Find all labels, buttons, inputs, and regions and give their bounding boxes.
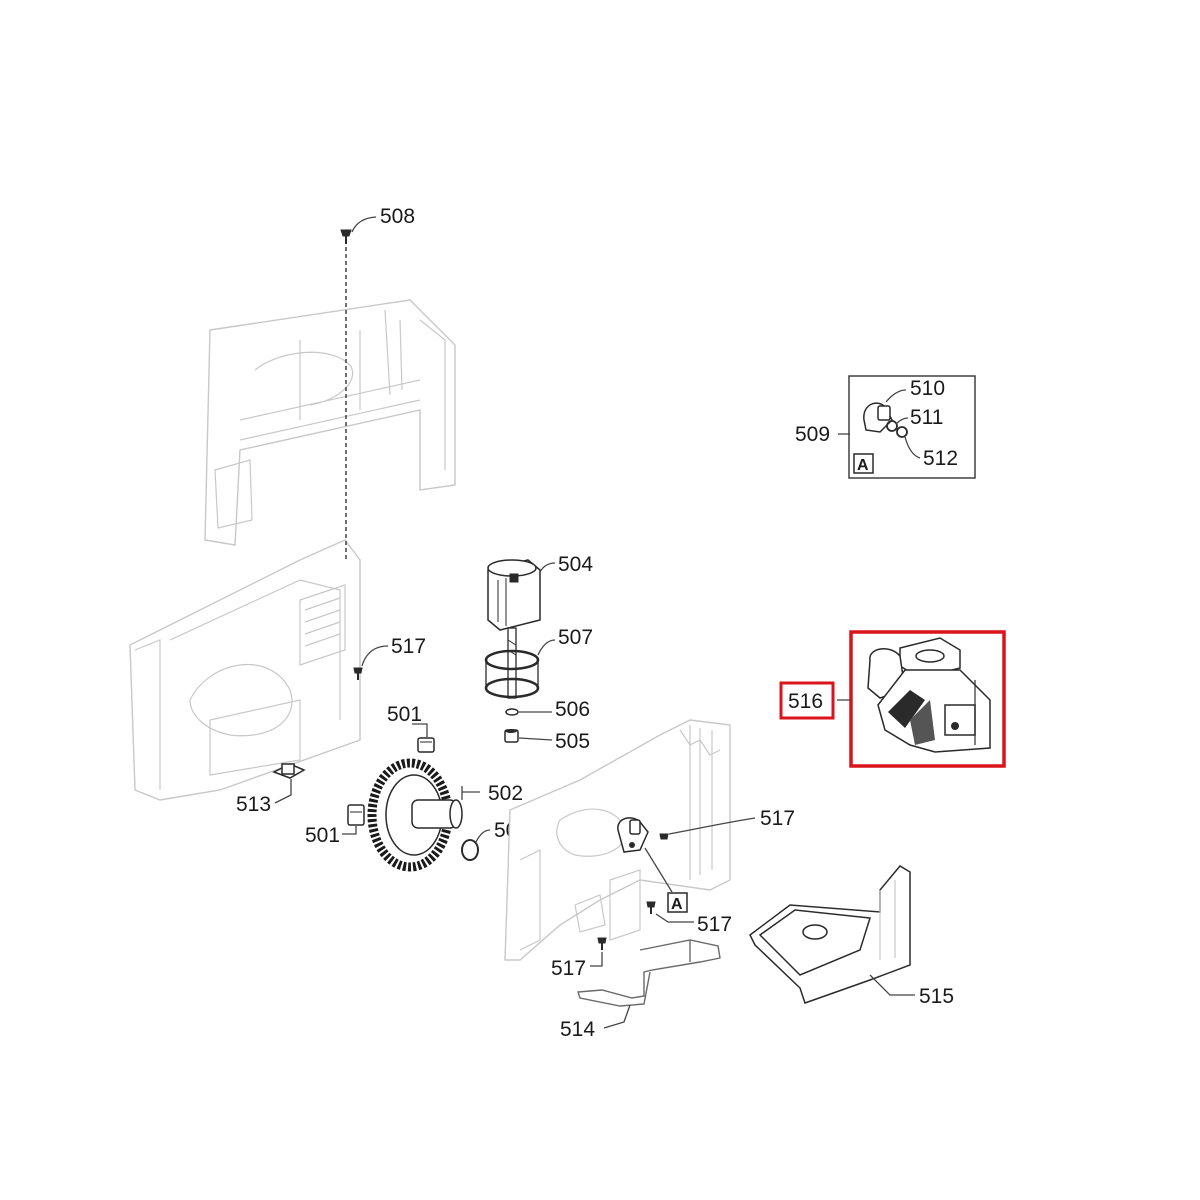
drip-tray-515 [749, 865, 915, 1004]
screw-508 [340, 216, 377, 560]
bushing-505 [504, 729, 553, 743]
brew-unit-516 [837, 630, 1006, 768]
label-508: 508 [380, 205, 415, 228]
label-517-right: 517 [760, 807, 795, 830]
motor-504 [487, 559, 556, 631]
side-panel-ghost [504, 719, 731, 961]
label-502: 502 [488, 782, 523, 805]
label-517-center: 517 [697, 913, 732, 936]
label-517-upper: 517 [391, 635, 426, 658]
label-516-box [779, 681, 835, 720]
label-506: 506 [555, 698, 590, 721]
screw-517-bottom [590, 937, 607, 967]
label-507: 507 [558, 626, 593, 649]
label-509: 509 [795, 423, 830, 446]
screw-517-left [353, 645, 389, 680]
label-505: 505 [555, 730, 590, 753]
label-510: 510 [910, 377, 945, 400]
frame-lower-ghost [129, 539, 361, 801]
inset-509 [838, 375, 976, 479]
sensor-bracket [617, 817, 756, 913]
label-517-bottom: 517 [551, 957, 586, 980]
label-516: 516 [788, 690, 823, 713]
washer-506 [505, 708, 552, 716]
lever-514 [577, 939, 721, 1029]
screw-517-center [646, 901, 694, 923]
microswitch-501-upper [412, 723, 435, 753]
label-514: 514 [560, 1018, 595, 1041]
reference-a-inset: A [857, 457, 869, 474]
label-515: 515 [919, 985, 954, 1008]
fan-507 [484, 627, 556, 699]
reference-a-panel: A [671, 896, 683, 913]
gear-502 [367, 758, 480, 872]
microswitch-501-lower [342, 804, 365, 835]
label-501-upper: 501 [387, 703, 422, 726]
oring-503 [461, 829, 491, 861]
label-501-lower: 501 [305, 824, 340, 847]
frame-upper-ghost [204, 299, 456, 546]
label-513: 513 [236, 793, 271, 816]
label-504: 504 [558, 553, 593, 576]
label-511: 511 [910, 406, 943, 429]
part-513 [272, 763, 306, 804]
label-512: 512 [923, 447, 958, 470]
